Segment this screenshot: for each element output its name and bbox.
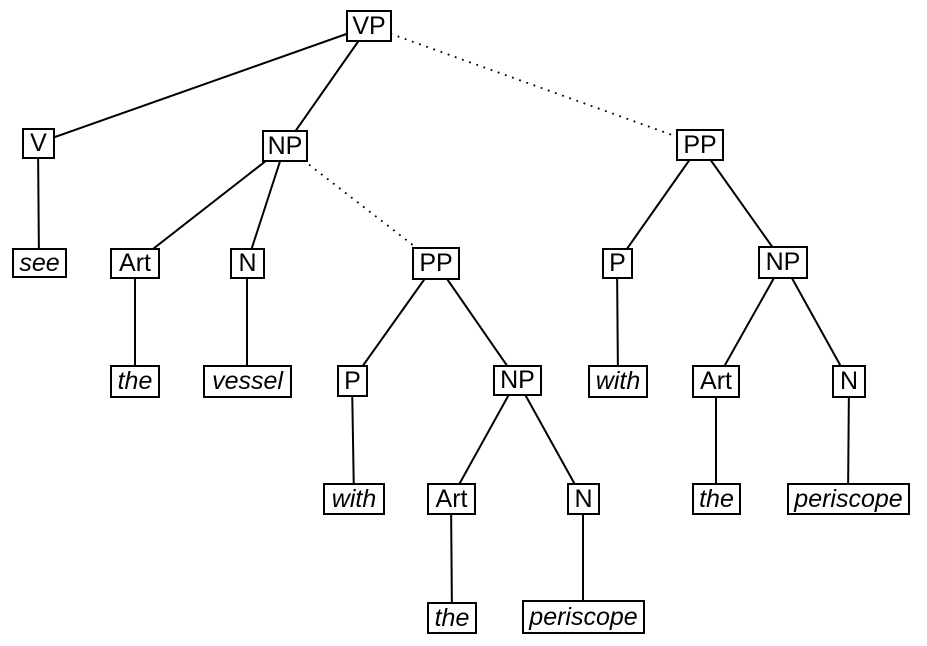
node-periscope-low: periscope: [522, 600, 645, 634]
node-with-low: with: [323, 483, 385, 515]
edge-vp-np-object: [284, 25, 370, 147]
edge-np-high-n-high: [782, 261, 850, 382]
node-pp-low: PP: [412, 247, 460, 280]
node-n-vessel: N: [230, 248, 265, 279]
node-the-vessel: the: [110, 365, 160, 398]
edge-pp-high-p-high: [616, 144, 701, 264]
edge-p-high-with-high: [616, 262, 619, 382]
node-vessel: vessel: [203, 365, 292, 398]
edge-pp-high-np-high: [699, 144, 784, 263]
edge-p-low-with-low: [351, 380, 355, 500]
node-v: V: [22, 128, 55, 159]
edge-np-object-art-vessel: [134, 145, 286, 264]
node-the-high: the: [692, 483, 741, 515]
edge-np-low-n-low: [516, 379, 584, 500]
node-p-high: P: [602, 248, 633, 279]
node-art-high: Art: [692, 365, 740, 398]
node-pp-high: PP: [676, 129, 724, 161]
node-the-low: the: [427, 602, 477, 634]
node-with-high: with: [588, 365, 648, 398]
edge-np-object-n-vessel: [246, 145, 286, 264]
edge-pp-low-np-low: [435, 262, 518, 381]
edge-np-object-pp-low: [284, 145, 437, 264]
edge-np-low-art-low: [450, 379, 518, 500]
node-n-high: N: [832, 365, 866, 398]
node-periscope-high: periscope: [787, 483, 910, 515]
node-vp: VP: [346, 10, 392, 42]
edge-pp-low-p-low: [351, 262, 437, 382]
edge-vp-v: [37, 25, 370, 144]
edge-art-low-the-low: [450, 498, 453, 619]
node-np-low: NP: [493, 365, 542, 396]
edge-n-high-periscope-high: [847, 380, 850, 500]
edge-np-high-art-high: [715, 261, 784, 382]
node-art-low: Art: [427, 483, 476, 515]
edge-v-see: [37, 142, 40, 264]
node-art-vessel: Art: [110, 248, 160, 279]
node-n-low: N: [567, 483, 600, 515]
node-p-low: P: [337, 365, 368, 397]
node-np-object: NP: [262, 130, 308, 162]
edge-vp-pp-high: [368, 25, 701, 146]
node-see: see: [12, 248, 67, 278]
node-np-high: NP: [758, 246, 808, 279]
